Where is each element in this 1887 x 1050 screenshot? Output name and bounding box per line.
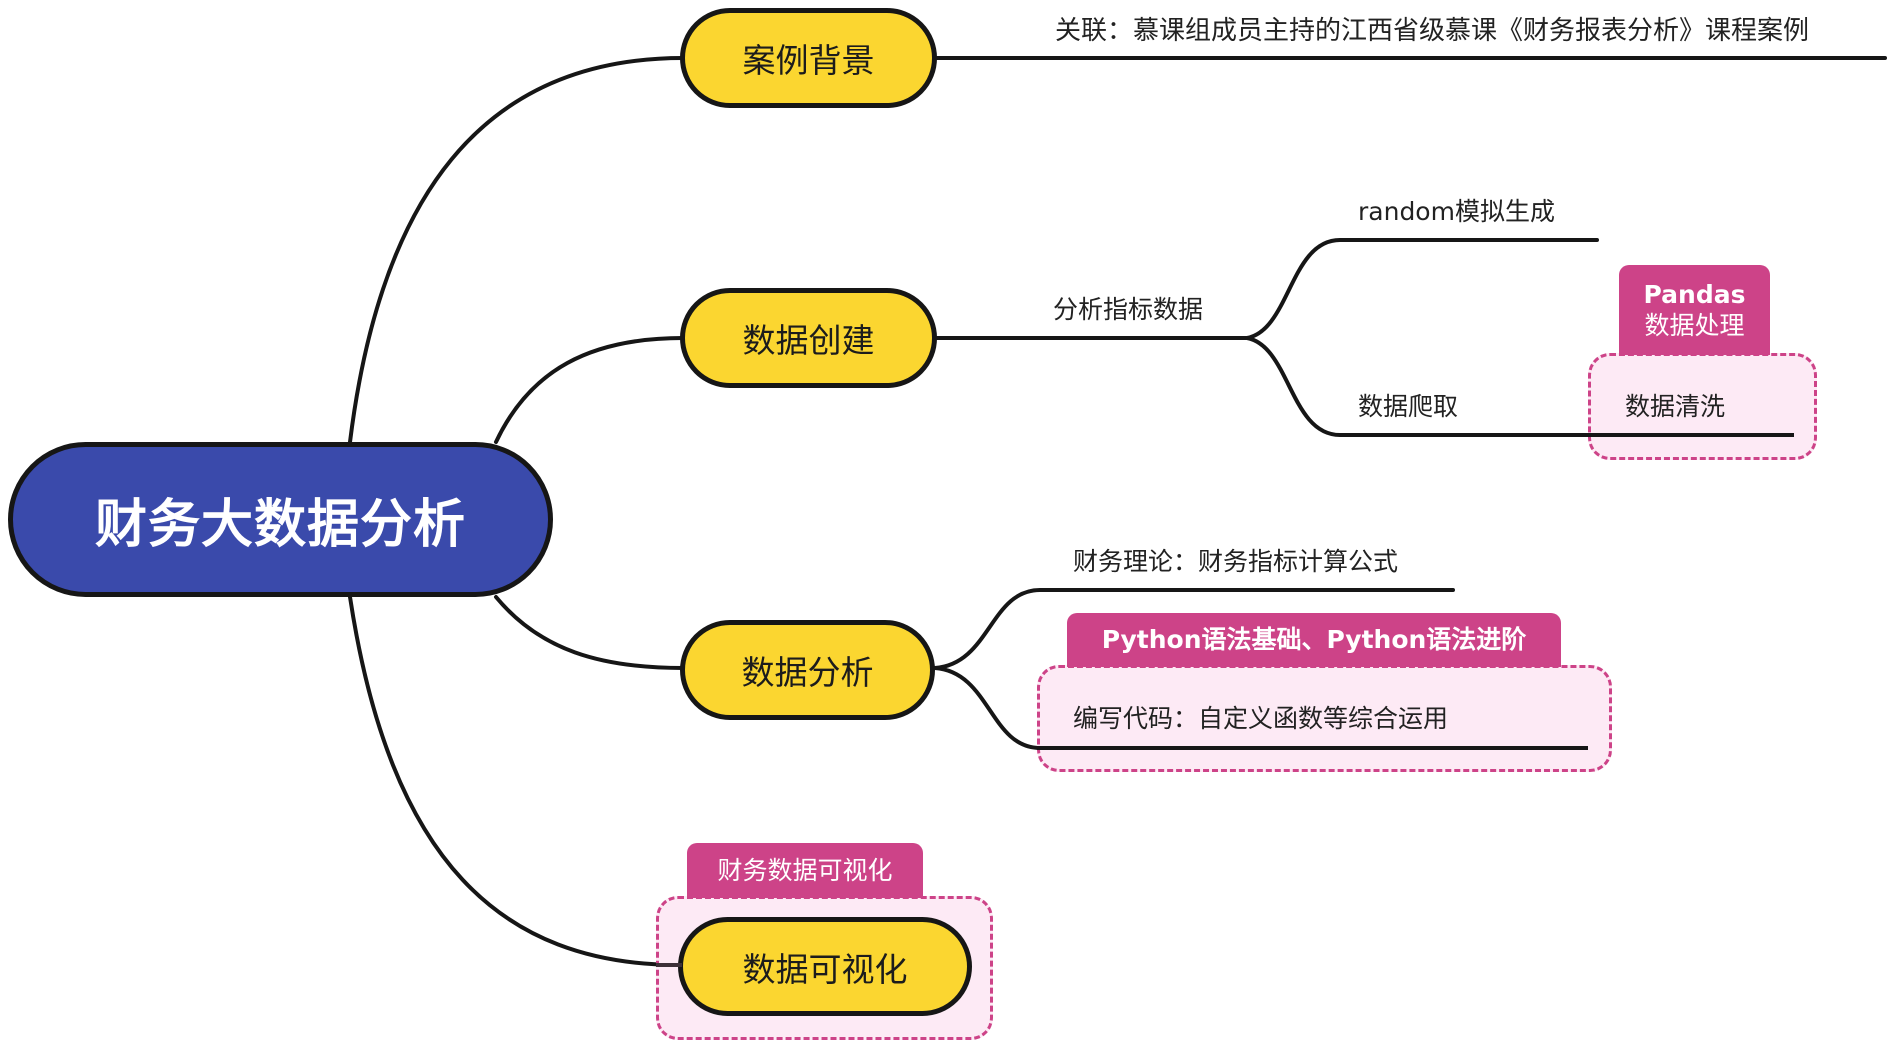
boundary-tag-pandas-line1: Pandas: [1643, 279, 1746, 309]
subtopic-write-code[interactable]: 编写代码：自定义函数等综合运用: [1073, 704, 1449, 733]
boundary-tag-python: Python语法基础、Python语法进阶: [1067, 613, 1561, 667]
topic-data-visualization-label: 数据可视化: [742, 949, 908, 989]
connector-to-random-generation: [1245, 238, 1599, 340]
boundary-tag-python-label: Python语法基础、Python语法进阶: [1101, 625, 1527, 655]
subtopic-data-cleaning[interactable]: 数据清洗: [1625, 392, 1726, 421]
subtopic-analysis-indicator-data[interactable]: 分析指标数据: [1053, 295, 1204, 324]
topic-case-background-label: 案例背景: [742, 41, 875, 80]
subtopic-data-crawling[interactable]: 数据爬取: [1358, 392, 1459, 421]
boundary-tag-visualization-label: 财务数据可视化: [717, 855, 893, 885]
boundary-tag-pandas: Pandas 数据处理: [1619, 265, 1770, 355]
root-topic[interactable]: 财务大数据分析: [8, 442, 553, 597]
connector-to-finance-theory: [933, 588, 1455, 670]
topic-data-analysis-label: 数据分析: [741, 653, 874, 692]
subtopic-finance-theory[interactable]: 财务理论：财务指标计算公式: [1073, 547, 1399, 576]
root-topic-label: 财务大数据分析: [94, 495, 466, 555]
connector-root-to-data-creation: [494, 336, 685, 444]
connector-to-write-code: [933, 666, 1590, 750]
subtopic-random-generation[interactable]: random模拟生成: [1358, 197, 1555, 226]
topic-case-background[interactable]: 案例背景: [680, 8, 937, 108]
connector-root-to-data-analysis: [494, 595, 685, 670]
connector-root-to-case-background: [348, 56, 685, 444]
topic-data-analysis[interactable]: 数据分析: [680, 620, 935, 720]
boundary-pandas: [1588, 353, 1817, 460]
topic-data-visualization[interactable]: 数据可视化: [678, 917, 972, 1016]
boundary-tag-visualization: 财务数据可视化: [687, 843, 923, 898]
subtopic-case-association[interactable]: 关联：慕课组成员主持的江西省级慕课《财务报表分析》课程案例: [1055, 16, 1810, 46]
topic-data-creation-label: 数据创建: [742, 321, 875, 360]
connector-to-data-crawling: [1245, 336, 1796, 437]
boundary-tag-pandas-line2: 数据处理: [1644, 311, 1745, 340]
connector-root-to-data-visualization: [348, 595, 682, 967]
topic-data-creation[interactable]: 数据创建: [680, 288, 937, 388]
